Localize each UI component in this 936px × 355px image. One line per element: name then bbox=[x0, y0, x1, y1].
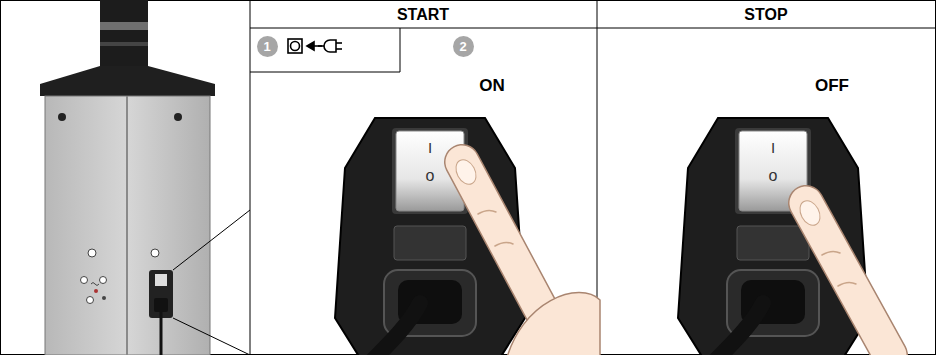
switch-mark: o bbox=[769, 168, 778, 184]
state-label: ON bbox=[479, 77, 505, 94]
column-heading: STOP bbox=[744, 7, 787, 23]
step-number: 1 bbox=[257, 36, 278, 57]
device-illustration bbox=[40, 0, 250, 355]
switch-mark: I bbox=[428, 140, 432, 155]
plug-into-socket-symbol bbox=[288, 39, 342, 53]
callout-number: 1 bbox=[263, 40, 270, 53]
step-number: 2 bbox=[453, 36, 474, 57]
callout-number: 2 bbox=[459, 40, 466, 53]
state-label: OFF bbox=[815, 77, 849, 94]
finger bbox=[452, 156, 600, 355]
switch-mark: o bbox=[426, 168, 435, 184]
finger bbox=[796, 197, 890, 355]
column-heading: START bbox=[397, 7, 449, 23]
switch-mark: I bbox=[771, 140, 775, 155]
